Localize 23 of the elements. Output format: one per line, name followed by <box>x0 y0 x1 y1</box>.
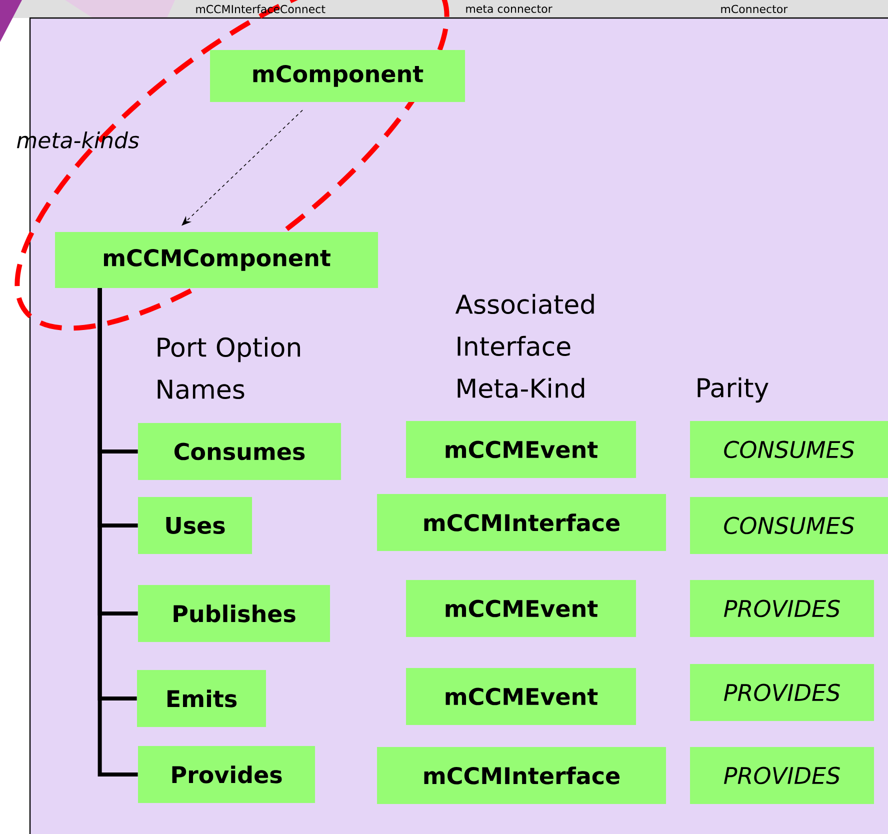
column-header: Port Option Names <box>158 336 300 400</box>
kind-box: mComponent <box>210 50 465 102</box>
kind-box: mCCMEvent <box>406 668 636 725</box>
kind-box: mCCMComponent <box>55 232 378 288</box>
kind-box: mCCMInterface <box>377 746 666 804</box>
background-text: mConnector <box>721 4 788 14</box>
kind-box: mCCMInterface <box>377 494 666 551</box>
kind-box: Publishes <box>138 584 330 642</box>
tree-connector <box>98 288 138 776</box>
kind-box: mCCMEvent <box>406 420 636 478</box>
parity-box: CONSUMES <box>690 420 888 478</box>
parity-box: PROVIDES <box>690 664 874 721</box>
column-header: Parity <box>698 377 768 403</box>
kind-box: Consumes <box>138 422 341 480</box>
column-header: Associated Interface Meta-Kind <box>455 294 594 398</box>
kind-box: Uses <box>138 496 252 554</box>
kind-box: Emits <box>137 670 266 727</box>
parity-box: PROVIDES <box>690 580 874 637</box>
background-text: meta connector <box>466 5 552 13</box>
kind-box: mCCMEvent <box>406 580 636 637</box>
parity-box: PROVIDES <box>690 746 874 804</box>
parity-box: CONSUMES <box>690 496 888 554</box>
kind-box: Provides <box>138 746 315 803</box>
